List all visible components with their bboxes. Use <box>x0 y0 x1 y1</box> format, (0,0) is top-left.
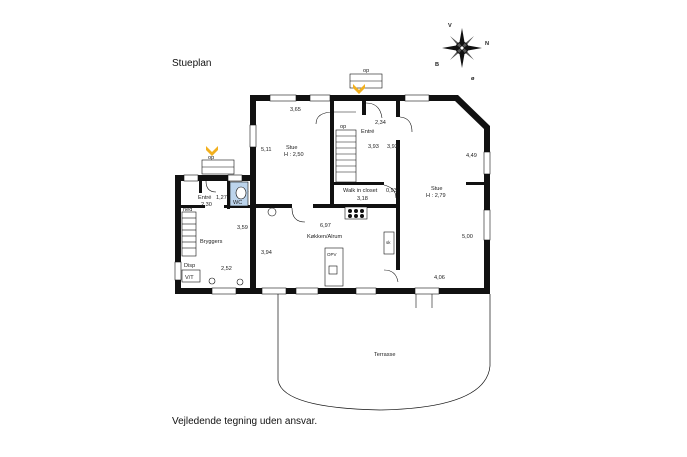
compass-label-e: ø <box>471 76 475 82</box>
dim-449: 4,49 <box>466 153 477 159</box>
dim-359: 3,59 <box>237 225 248 231</box>
interior-walls <box>181 101 484 270</box>
dim-500: 5,00 <box>462 234 473 240</box>
terrace-outline <box>277 294 491 411</box>
compass-label-n: N <box>485 41 489 47</box>
dim-093: 0,93 <box>386 188 397 194</box>
compass-label-v: V <box>448 23 452 29</box>
sk-label: sk <box>386 240 391 245</box>
vt-unit <box>181 269 201 283</box>
main-entrance-arrow-icon <box>349 73 383 94</box>
washer-icon <box>208 277 216 285</box>
vt-label: V/T <box>185 275 194 281</box>
entre-side-label: Entré <box>198 195 211 201</box>
wc-label: WC <box>233 200 242 206</box>
side-entrance-arrow-icon <box>201 146 235 175</box>
dim-318: 3,18 <box>357 196 368 202</box>
bryggers-label: Bryggers <box>200 239 223 245</box>
plan-title: Stueplan <box>172 58 212 69</box>
dryer-icon <box>236 278 244 286</box>
stue-left-label: Stue <box>286 145 298 151</box>
compass-icon <box>442 28 482 68</box>
disp-label: Disp <box>184 263 195 269</box>
dim-365: 3,65 <box>290 107 301 113</box>
opv-label: OPV <box>327 252 337 257</box>
stue-right-height: H : 2,79 <box>426 193 446 199</box>
disclaimer-text: Vejledende tegning uden ansvar. <box>172 416 318 427</box>
main-entrance-up-label: op <box>363 68 369 74</box>
dim-394: 3,94 <box>261 250 272 256</box>
main-staircase <box>315 111 357 183</box>
stairs-up-label: op <box>340 124 346 130</box>
entre-main-label: Entré <box>361 129 374 135</box>
sink-icon <box>267 207 277 217</box>
dim-511: 5,11 <box>261 147 271 153</box>
side-stairs-down-label: ned <box>183 207 192 213</box>
dim-393b: 3,93 <box>387 144 398 150</box>
dim-234: 2,34 <box>375 120 386 126</box>
kitchen-stove-icon <box>344 206 368 220</box>
kitchen-island <box>324 247 344 287</box>
fridge-cabinet <box>383 231 395 255</box>
windows <box>174 94 491 295</box>
dim-406: 4,06 <box>434 275 445 281</box>
dim-230: 2,30 <box>201 202 212 208</box>
wc-fixture <box>229 181 249 207</box>
dim-127: 1,27 <box>216 195 227 201</box>
compass-label-b: B <box>435 62 439 68</box>
terrace-label: Terrasse <box>374 352 395 358</box>
walk-in-label: Walk in closet <box>343 188 378 194</box>
stue-left-height: H : 2,50 <box>284 152 304 158</box>
kitchen-label: Køkken/Alrum <box>307 234 342 240</box>
stue-right-label: Stue <box>431 186 443 192</box>
side-staircase <box>181 211 197 257</box>
side-entrance-up-label: op <box>208 155 214 161</box>
dim-393a: 3,93 <box>368 144 379 150</box>
dim-697: 6,97 <box>320 223 331 229</box>
dim-252: 2,52 <box>221 266 232 272</box>
